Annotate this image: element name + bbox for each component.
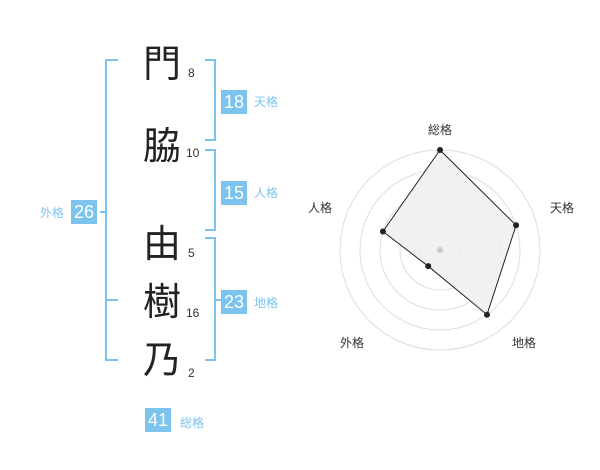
ten-bracket	[205, 59, 216, 141]
chi-kaku-value: 23	[221, 290, 248, 314]
sou-kaku-label: 総格	[180, 416, 205, 430]
gai-kaku-value: 26	[71, 200, 98, 224]
radar-label-jin: 人格	[308, 201, 333, 215]
radar-label-chi: 地格	[512, 336, 537, 350]
radar-point-1	[437, 147, 443, 153]
radar-label-gai: 外格	[340, 336, 365, 350]
stroke-count-3: 5	[188, 246, 195, 260]
name-char-4: 樹	[142, 280, 181, 324]
radar-polygon	[382, 149, 517, 316]
chi-kaku-label: 地格	[254, 296, 279, 310]
radar-center	[437, 247, 443, 253]
gai-kaku-label: 外格	[40, 206, 65, 220]
name-char-2: 脇	[142, 124, 181, 168]
stroke-count-4: 16	[186, 306, 200, 320]
stroke-count-2: 10	[186, 146, 200, 160]
radar-point-2	[513, 222, 520, 229]
radar-point-5	[379, 228, 386, 235]
name-char-5: 乃	[142, 338, 181, 382]
name-char-3: 由	[142, 222, 181, 266]
stroke-count-5: 2	[188, 366, 195, 380]
jin-bracket	[205, 149, 216, 231]
ten-kaku-label: 天格	[254, 95, 279, 109]
sou-kaku-value: 41	[145, 408, 172, 432]
radar-point-3	[484, 311, 491, 318]
jin-kaku-value: 15	[221, 181, 248, 205]
radar-label-ten: 天格	[550, 201, 575, 215]
gai-bracket	[105, 59, 118, 361]
radar-label-sou: 総格	[428, 123, 453, 137]
name-char-1: 門	[142, 42, 181, 86]
ten-kaku-value: 18	[221, 90, 248, 114]
jin-kaku-label: 人格	[254, 186, 279, 200]
stroke-count-1: 8	[188, 66, 195, 80]
radar-point-4	[425, 263, 432, 270]
